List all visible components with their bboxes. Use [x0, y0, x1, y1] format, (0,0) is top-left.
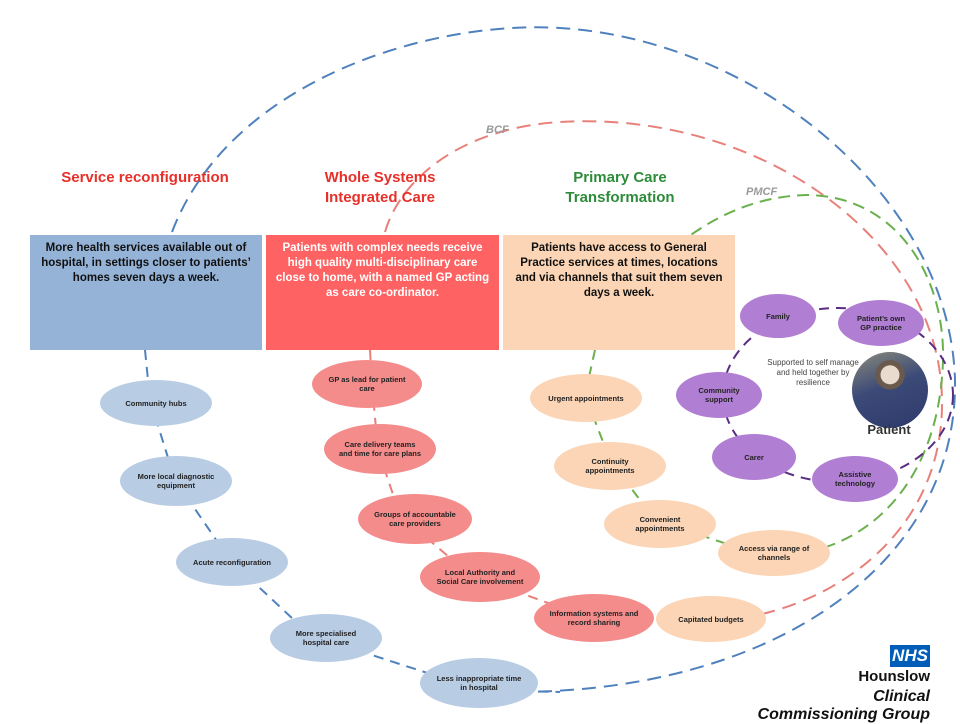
red-bcf-arc — [384, 120, 944, 623]
support-text: Supported to self manage and held togeth… — [767, 358, 859, 387]
node-urgent-appointments: Urgent appointments — [530, 374, 642, 422]
node-more-local-diagnostic: More local diagnostic equipment — [120, 456, 232, 506]
node-more-specialised: More specialised hospital care — [270, 614, 382, 662]
patient-photo — [852, 352, 928, 428]
node-information-systems: Information systems and record sharing — [534, 594, 654, 642]
node-less-inappropriate: Less inappropriate time in hospital — [420, 658, 538, 708]
node-convenient-appointments: Convenient appointments — [604, 500, 716, 548]
heading-service-reconfiguration: Service reconfiguration — [61, 169, 229, 186]
node-assistive-technology: Assistive technology — [812, 456, 898, 502]
box-primary-care: Patients have access to General Practice… — [503, 235, 735, 350]
pmcf-label: PMCF — [746, 186, 778, 198]
node-community-hubs: Community hubs — [100, 380, 212, 426]
node-family: Family — [740, 294, 816, 338]
node-own-gp-practice: Patient’s own GP practice — [838, 300, 924, 346]
node-carer: Carer — [712, 434, 796, 480]
node-care-delivery-teams: Care delivery teams and time for care pl… — [324, 424, 436, 474]
node-local-authority: Local Authority and Social Care involvem… — [420, 552, 540, 602]
nhs-logo: NHS — [890, 645, 930, 667]
box-service-reconfiguration: More health services available out of ho… — [30, 235, 262, 350]
patient-label: Patient — [867, 422, 911, 437]
blue-outer-arc — [171, 26, 957, 693]
bcf-label: BCF — [486, 124, 509, 136]
node-capitated-budgets: Capitated budgets — [656, 596, 766, 642]
box-whole-systems: Patients with complex needs receive high… — [266, 235, 499, 350]
node-gp-as-lead: GP as lead for patient care — [312, 360, 422, 408]
node-community-support: Community support — [676, 372, 762, 418]
org-name-line1: Hounslow — [858, 668, 930, 685]
heading-whole-systems: Whole Systems Integrated Care — [324, 169, 436, 206]
node-continuity-appointments: Continuity appointments — [554, 442, 666, 490]
org-name-line2: Clinical Commissioning Group — [757, 688, 930, 723]
node-access-channels: Access via range of channels — [718, 530, 830, 576]
node-acute-reconfiguration: Acute reconfiguration — [176, 538, 288, 586]
heading-primary-care: Primary Care Transformation — [565, 169, 675, 206]
node-groups-accountable: Groups of accountable care providers — [358, 494, 472, 544]
